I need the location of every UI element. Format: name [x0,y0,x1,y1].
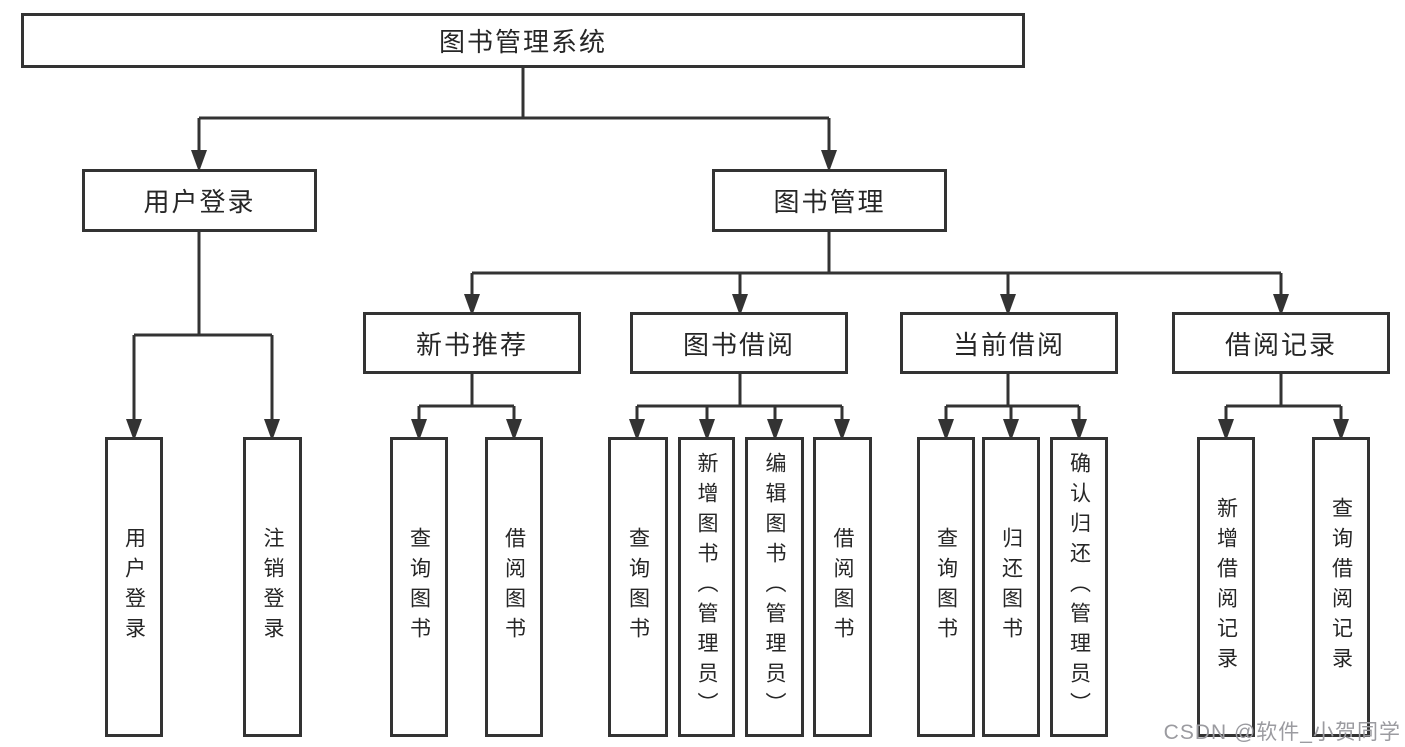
connector-userlogin-to-leaves [132,232,274,425]
csdn-watermark: CSDN @软件_小贺同学 [1163,721,1401,744]
leaf-borrow-books-borrow: 借阅图书 [813,437,872,737]
leaf-label: 注销登录 [261,527,284,647]
arrowhead [1000,294,1016,316]
connector-currentborrow-to-leaves [944,374,1081,425]
leaf-query-books-newbook: 查询图书 [390,437,448,737]
leaf-return-book: 归还图书 [982,437,1040,737]
connector-newbook-to-leaves [417,374,516,425]
leaf-query-borrow-record: 查询借阅记录 [1312,437,1370,737]
arrowhead [1273,294,1289,316]
arrowhead [699,419,715,441]
arrowhead [506,419,522,441]
leaf-add-book-admin: 新增图书（管理员） [678,437,735,737]
arrowhead [732,294,748,316]
arrowhead [126,419,142,441]
arrowhead [821,150,837,172]
leaf-label: 查询借阅记录 [1329,497,1353,677]
node-current-borrow: 当前借阅 [900,312,1118,374]
connector-records-to-leaves [1224,374,1343,425]
leaf-add-borrow-record: 新增借阅记录 [1197,437,1255,737]
leaf-label: 归还图书 [999,527,1023,647]
leaf-label: 借阅图书 [502,527,526,647]
leaf-label: 用户登录 [122,527,146,647]
leaf-label: 查询图书 [934,527,958,647]
leaf-label: 查询图书 [626,527,650,647]
node-current-borrow-label: 当前借阅 [952,329,1065,360]
arrowhead [938,419,954,441]
leaf-logout: 注销登录 [243,437,302,737]
leaf-confirm-return-admin: 确认归还（管理员） [1050,437,1108,737]
node-user-login-label: 用户登录 [143,187,256,217]
node-borrow-records: 借阅记录 [1172,312,1390,374]
arrowhead [191,150,207,172]
arrowhead [629,419,645,441]
arrowhead [1333,419,1349,441]
leaf-label: 新增借阅记录 [1214,497,1238,677]
node-book-management: 图书管理 [712,169,947,232]
node-borrow-records-label: 借阅记录 [1224,329,1337,360]
arrowhead [834,419,850,441]
arrowhead [264,419,280,441]
leaf-borrow-books-newbook: 借阅图书 [485,437,543,737]
node-new-book-recommend: 新书推荐 [363,312,581,374]
node-root-label: 图书管理系统 [438,27,607,57]
arrowhead [1218,419,1234,441]
leaf-label: 编辑图书（管理员） [763,452,786,722]
connector-bookmgmt-to-level3 [470,232,1283,300]
leaf-label: 借阅图书 [831,527,854,647]
leaf-label: 新增图书（管理员） [695,452,718,722]
arrowhead [464,294,480,316]
node-user-login: 用户登录 [82,169,317,232]
arrowhead [767,419,783,441]
leaf-query-books-borrow: 查询图书 [608,437,668,737]
connector-root-to-level2 [197,68,831,156]
node-book-borrow-label: 图书借阅 [682,329,795,360]
arrowhead [1003,419,1019,441]
leaf-edit-book-admin: 编辑图书（管理员） [745,437,804,737]
connector-bookborrow-to-leaves [635,374,844,425]
leaf-label: 查询图书 [407,527,431,647]
leaf-query-books-current: 查询图书 [917,437,975,737]
arrowhead [1071,419,1087,441]
node-new-book-recommend-label: 新书推荐 [415,329,528,360]
arrowhead [411,419,427,441]
leaf-user-login: 用户登录 [105,437,163,737]
node-book-management-label: 图书管理 [773,187,886,217]
node-root: 图书管理系统 [21,13,1025,68]
node-book-borrow: 图书借阅 [630,312,848,374]
leaf-label: 确认归还（管理员） [1067,452,1091,722]
